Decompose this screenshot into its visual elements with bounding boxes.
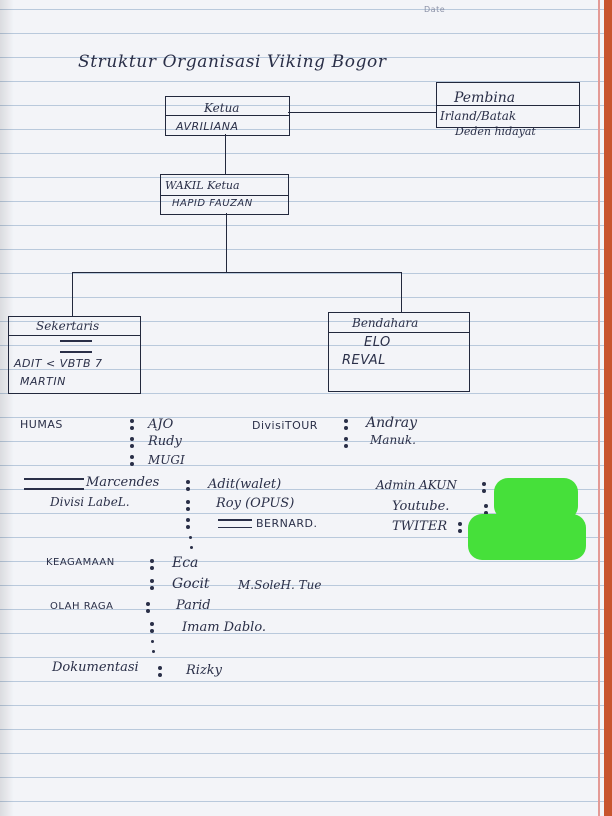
humas-member-1: AJO	[148, 417, 174, 432]
pembina-name-1: Irland/Batak	[440, 109, 517, 123]
page-title: Struktur Organisasi Viking Bogor	[78, 52, 387, 72]
ketua-box	[165, 96, 290, 136]
humas-label: HUMAS	[20, 418, 63, 431]
wakil-ketua-name: HAPID FAUZAN	[172, 198, 253, 209]
wakil-ketua-box	[160, 174, 289, 215]
divisi-tour-label: DivisiTOUR	[252, 419, 318, 432]
dokumentasi-label: Dokumentasi	[52, 660, 139, 675]
marcendes-label: Marcendes	[86, 475, 160, 490]
olahraga-member-2: Imam Dablo.	[182, 620, 267, 635]
pembina-name-2: Deden hidayat	[455, 125, 536, 138]
keagamaan-member-2: Gocit	[172, 576, 210, 592]
sekertaris-role: Sekertaris	[36, 319, 100, 333]
ketua-divider	[166, 115, 289, 116]
list-dot	[190, 546, 193, 549]
strikethrough-scribble-icon	[24, 478, 84, 490]
wakil-down-line	[226, 213, 227, 272]
pembina-divider	[437, 105, 579, 106]
olahraga-member-1: Parid	[176, 598, 211, 613]
divisi-tour-member-2: Manuk.	[370, 433, 416, 447]
bendahara-role: Bendahara	[352, 316, 419, 330]
list-dot	[152, 650, 155, 653]
branch-left-line	[72, 272, 73, 316]
divisi-label-label: Divisi LabeL.	[50, 495, 130, 509]
list-dot	[151, 640, 154, 643]
sekertaris-box	[8, 316, 141, 394]
ketua-pembina-line	[288, 112, 436, 113]
wakil-ketua-role: WAKIL Ketua	[165, 179, 240, 192]
branch-line	[72, 272, 402, 273]
divisi-tour-member-1: Andray	[366, 415, 418, 431]
ketua-wakil-line	[225, 134, 226, 174]
marcendes-member-2: Roy (OPUS)	[216, 496, 295, 511]
date-label: Date	[424, 5, 446, 14]
notebook-edge	[604, 0, 612, 816]
sekertaris-name-2: MARTIN	[20, 375, 66, 388]
pembina-role: Pembina	[454, 90, 516, 106]
olahraga-label: OLAH RAGA	[50, 601, 114, 612]
bendahara-divider	[329, 332, 469, 333]
marcendes-member-3: BERNARD.	[256, 517, 318, 530]
branch-right-line	[401, 272, 402, 312]
bendahara-name-2: REVAL	[342, 353, 386, 368]
crossed-out-scribble-icon	[218, 519, 252, 528]
pembina-box	[436, 82, 580, 128]
humas-member-2: Rudy	[148, 434, 182, 449]
humas-member-3: MUGI	[148, 453, 185, 467]
admin-akun-label: Admin AKUN	[376, 478, 457, 492]
ketua-name: AVRILIANA	[176, 120, 239, 133]
redaction-highlight	[494, 478, 578, 520]
keagamaan-label: KEAGAMAAN	[46, 557, 115, 568]
margin-line	[598, 0, 600, 816]
admin-twitter: TWITER	[392, 519, 448, 534]
marcendes-member-1: Adit(walet)	[208, 477, 282, 492]
list-dot	[189, 536, 192, 539]
scribble-icon	[60, 340, 92, 353]
ketua-role: Ketua	[204, 101, 240, 115]
admin-youtube: Youtube.	[392, 499, 450, 514]
sekertaris-divider	[9, 335, 140, 336]
bendahara-box	[328, 312, 470, 392]
dokumentasi-member-1: Rizky	[186, 663, 223, 678]
sekertaris-name-1: ADIT < VBTB 7	[14, 357, 103, 370]
keagamaan-extra: M.SoleH. Tue	[238, 578, 322, 592]
redaction-highlight	[468, 514, 586, 560]
wakil-divider	[161, 195, 288, 196]
bendahara-name-1: ELO	[364, 335, 391, 350]
keagamaan-member-1: Eca	[172, 555, 199, 571]
